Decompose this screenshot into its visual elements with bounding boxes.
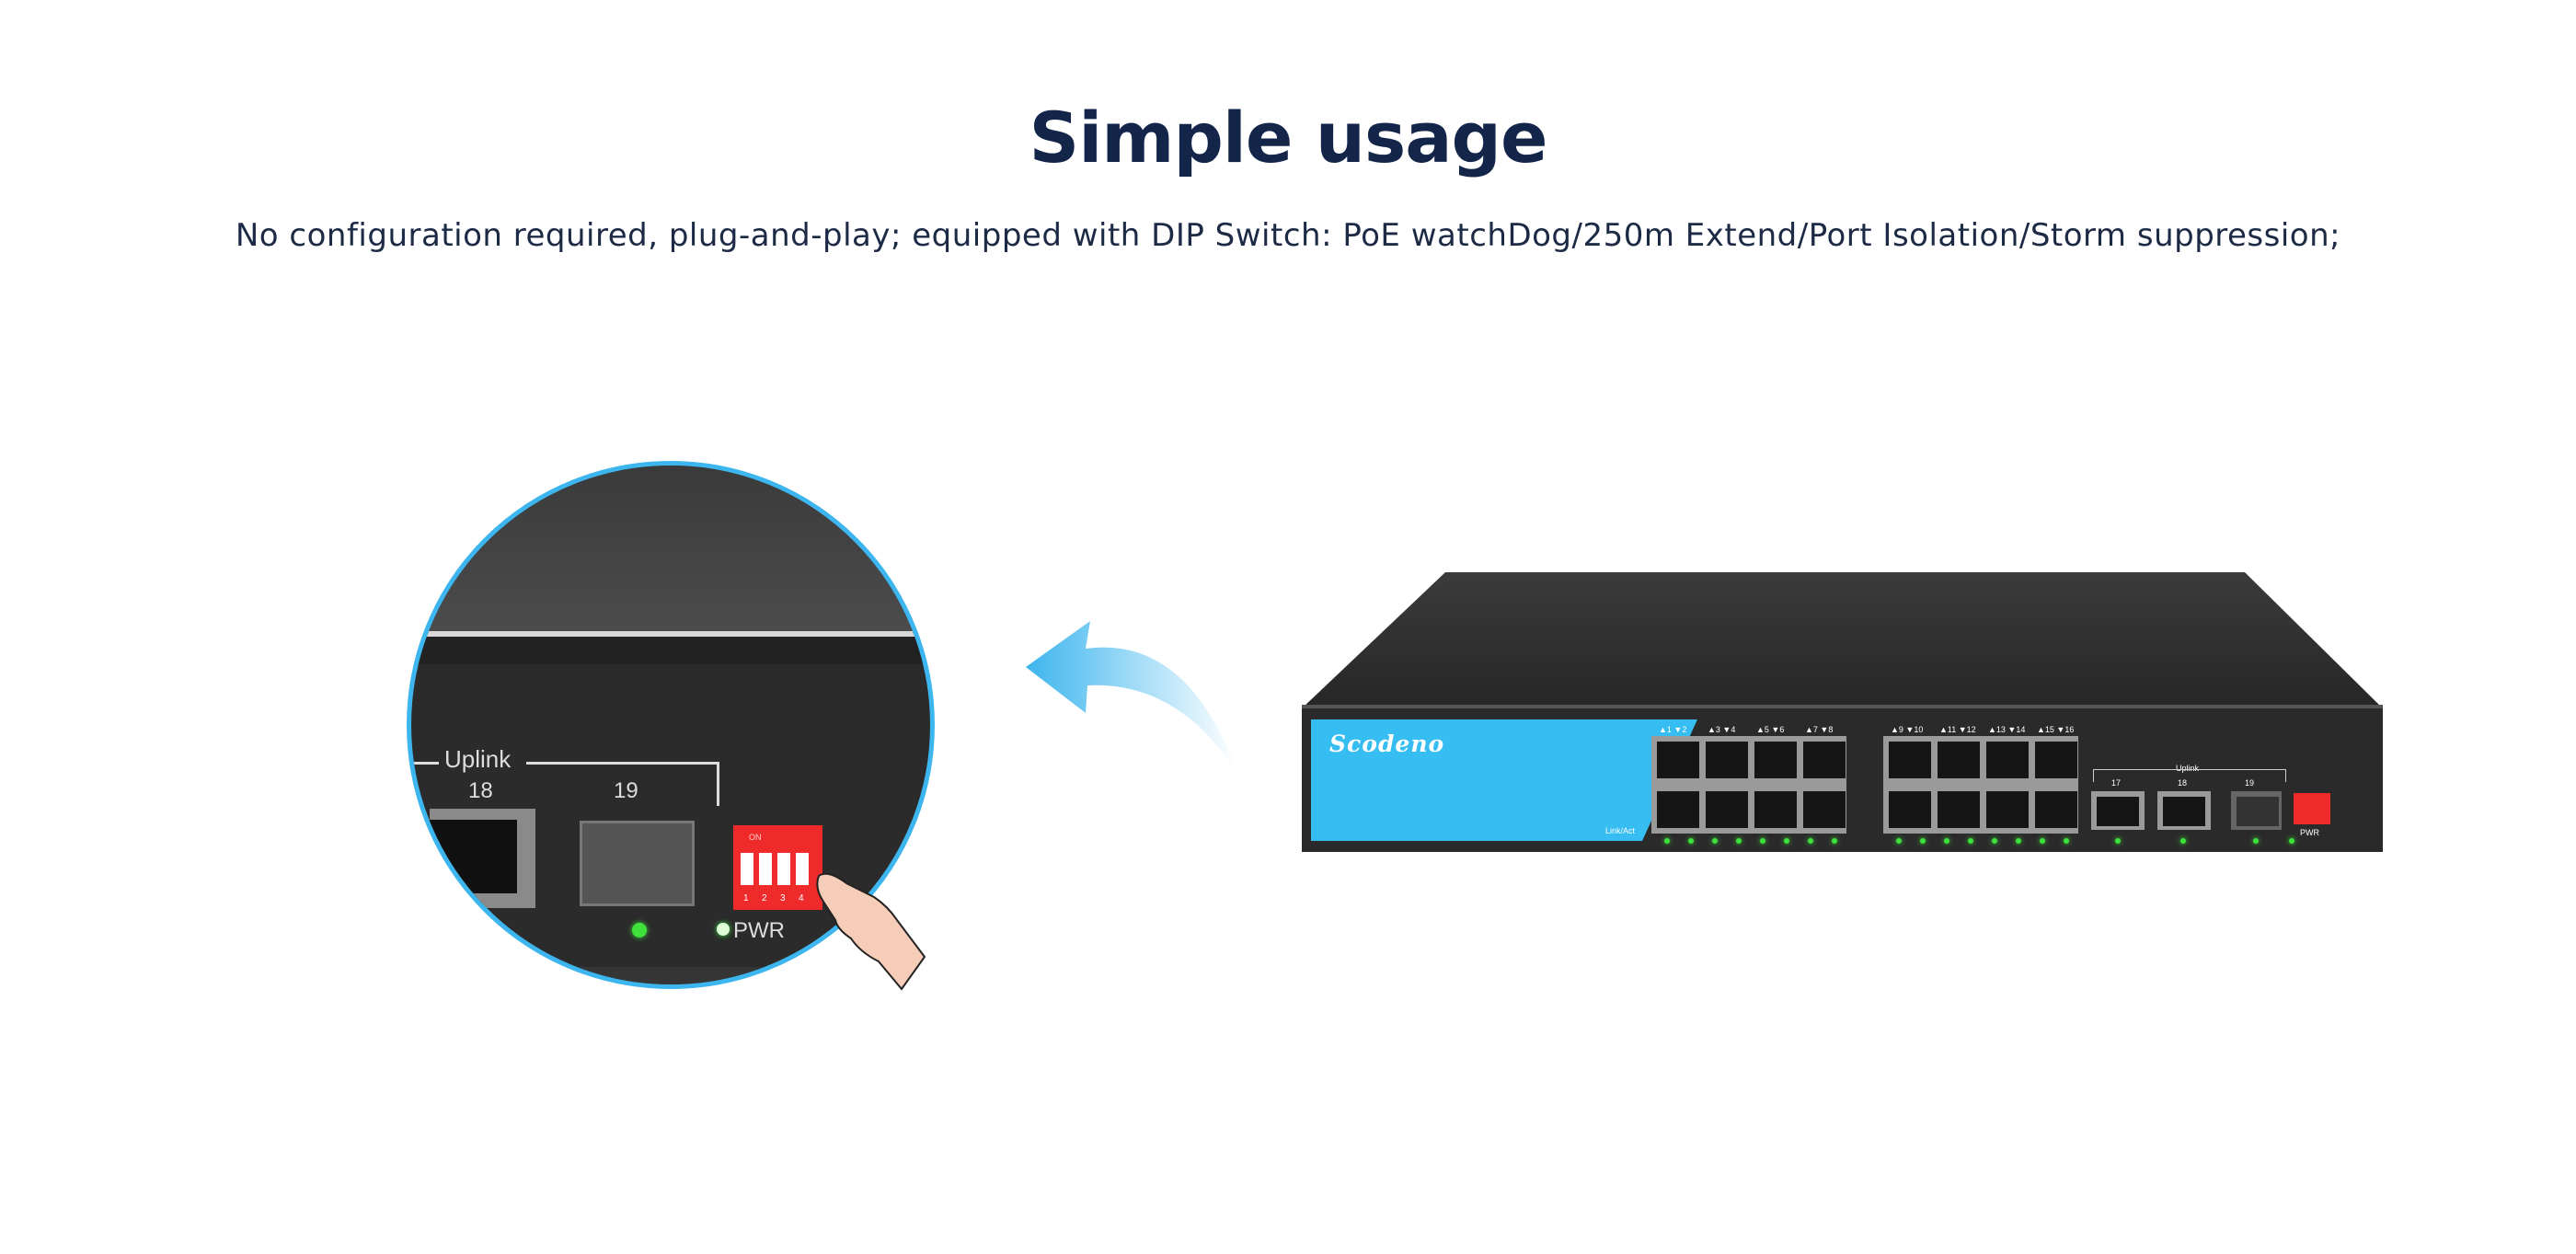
- page-subtitle: No configuration required, plug-and-play…: [235, 217, 2341, 254]
- hand-pointer-icon: [816, 872, 926, 991]
- rj45-port: [1889, 742, 1931, 778]
- port-group: [1883, 736, 2078, 834]
- uplink-port-17: [2091, 791, 2145, 830]
- rj45-port: [1657, 742, 1699, 778]
- link-led: [1736, 838, 1742, 844]
- rj45-port: [1938, 791, 1980, 828]
- link-led: [1664, 838, 1670, 844]
- led: [632, 923, 647, 938]
- port-number-label: ▲3 ▼4: [1708, 725, 1736, 734]
- rj45-port: [1938, 742, 1980, 778]
- uplink-port-label: 17: [2111, 778, 2122, 788]
- pwr-label: PWR: [2300, 828, 2319, 837]
- port-number-label: ▲11 ▼12: [1939, 725, 1976, 734]
- link-led: [2016, 838, 2021, 844]
- port-number-label: ▲7 ▼8: [1805, 725, 1834, 734]
- link-act-label: Link/Act: [1605, 826, 1636, 835]
- link-led: [1920, 838, 1926, 844]
- dip-switch-closeup: Uplink 18 19 ON 1 2 3 4 PWR: [407, 461, 935, 989]
- rj45-port: [2035, 791, 2077, 828]
- link-led: [2040, 838, 2045, 844]
- uplink-port-label: 19: [2245, 778, 2255, 788]
- rj45-port: [1657, 791, 1699, 828]
- dip-number: 4: [799, 893, 804, 903]
- led: [2253, 838, 2259, 844]
- link-led: [1832, 838, 1837, 844]
- sfp-port-19: [580, 821, 695, 906]
- rj45-port: [1986, 742, 2029, 778]
- sfp-port-19: [2231, 791, 2282, 830]
- page-title: Simple usage: [1029, 97, 1547, 178]
- dip-number: 3: [780, 893, 786, 903]
- rj45-port: [1803, 742, 1846, 778]
- link-led: [1808, 838, 1813, 844]
- link-led: [1968, 838, 1973, 844]
- link-led: [1712, 838, 1718, 844]
- port-number-label: ▲13 ▼14: [1988, 725, 2026, 734]
- rj45-port: [1754, 791, 1797, 828]
- led: [2115, 838, 2121, 844]
- link-led: [1896, 838, 1902, 844]
- dip-on-label: ON: [749, 833, 762, 842]
- link-led: [1688, 838, 1694, 844]
- uplink-label: Uplink: [2176, 764, 2200, 773]
- port-18-label: 18: [468, 778, 493, 803]
- uplink-port-label: 18: [2178, 778, 2188, 788]
- uplink-label: Uplink: [444, 745, 512, 773]
- link-led: [1784, 838, 1789, 844]
- dip-switch[interactable]: [2294, 793, 2330, 824]
- port-19-label: 19: [614, 778, 638, 803]
- rj45-port-18: [430, 809, 535, 908]
- rj45-port: [1986, 791, 2029, 828]
- port-number-label: ▲1 ▼2: [1659, 725, 1687, 734]
- dip-number: 2: [762, 893, 767, 903]
- link-led: [1760, 838, 1765, 844]
- dip-number: 1: [743, 893, 749, 903]
- link-led: [2064, 838, 2069, 844]
- port-number-label: ▲9 ▼10: [1891, 725, 1924, 734]
- dip-switch[interactable]: ON 1 2 3 4: [733, 825, 822, 910]
- led: [2180, 838, 2186, 844]
- rj45-port: [1803, 791, 1846, 828]
- rj45-port: [1754, 742, 1797, 778]
- rj45-port: [1706, 791, 1748, 828]
- rj45-port: [2035, 742, 2077, 778]
- port-number-label: ▲15 ▼16: [2037, 725, 2075, 734]
- pwr-label: PWR: [733, 918, 785, 943]
- link-led: [1944, 838, 1949, 844]
- brand-logo: Scodeno: [1329, 731, 1445, 757]
- led: [2289, 838, 2294, 844]
- pwr-led: [717, 923, 730, 936]
- rj45-port: [1889, 791, 1931, 828]
- port-number-label: ▲5 ▼6: [1756, 725, 1785, 734]
- link-led: [1992, 838, 1997, 844]
- rj45-port: [1706, 742, 1748, 778]
- uplink-port-18: [2157, 791, 2211, 830]
- port-group: [1651, 736, 1846, 834]
- curved-arrow-icon: [1026, 621, 1237, 773]
